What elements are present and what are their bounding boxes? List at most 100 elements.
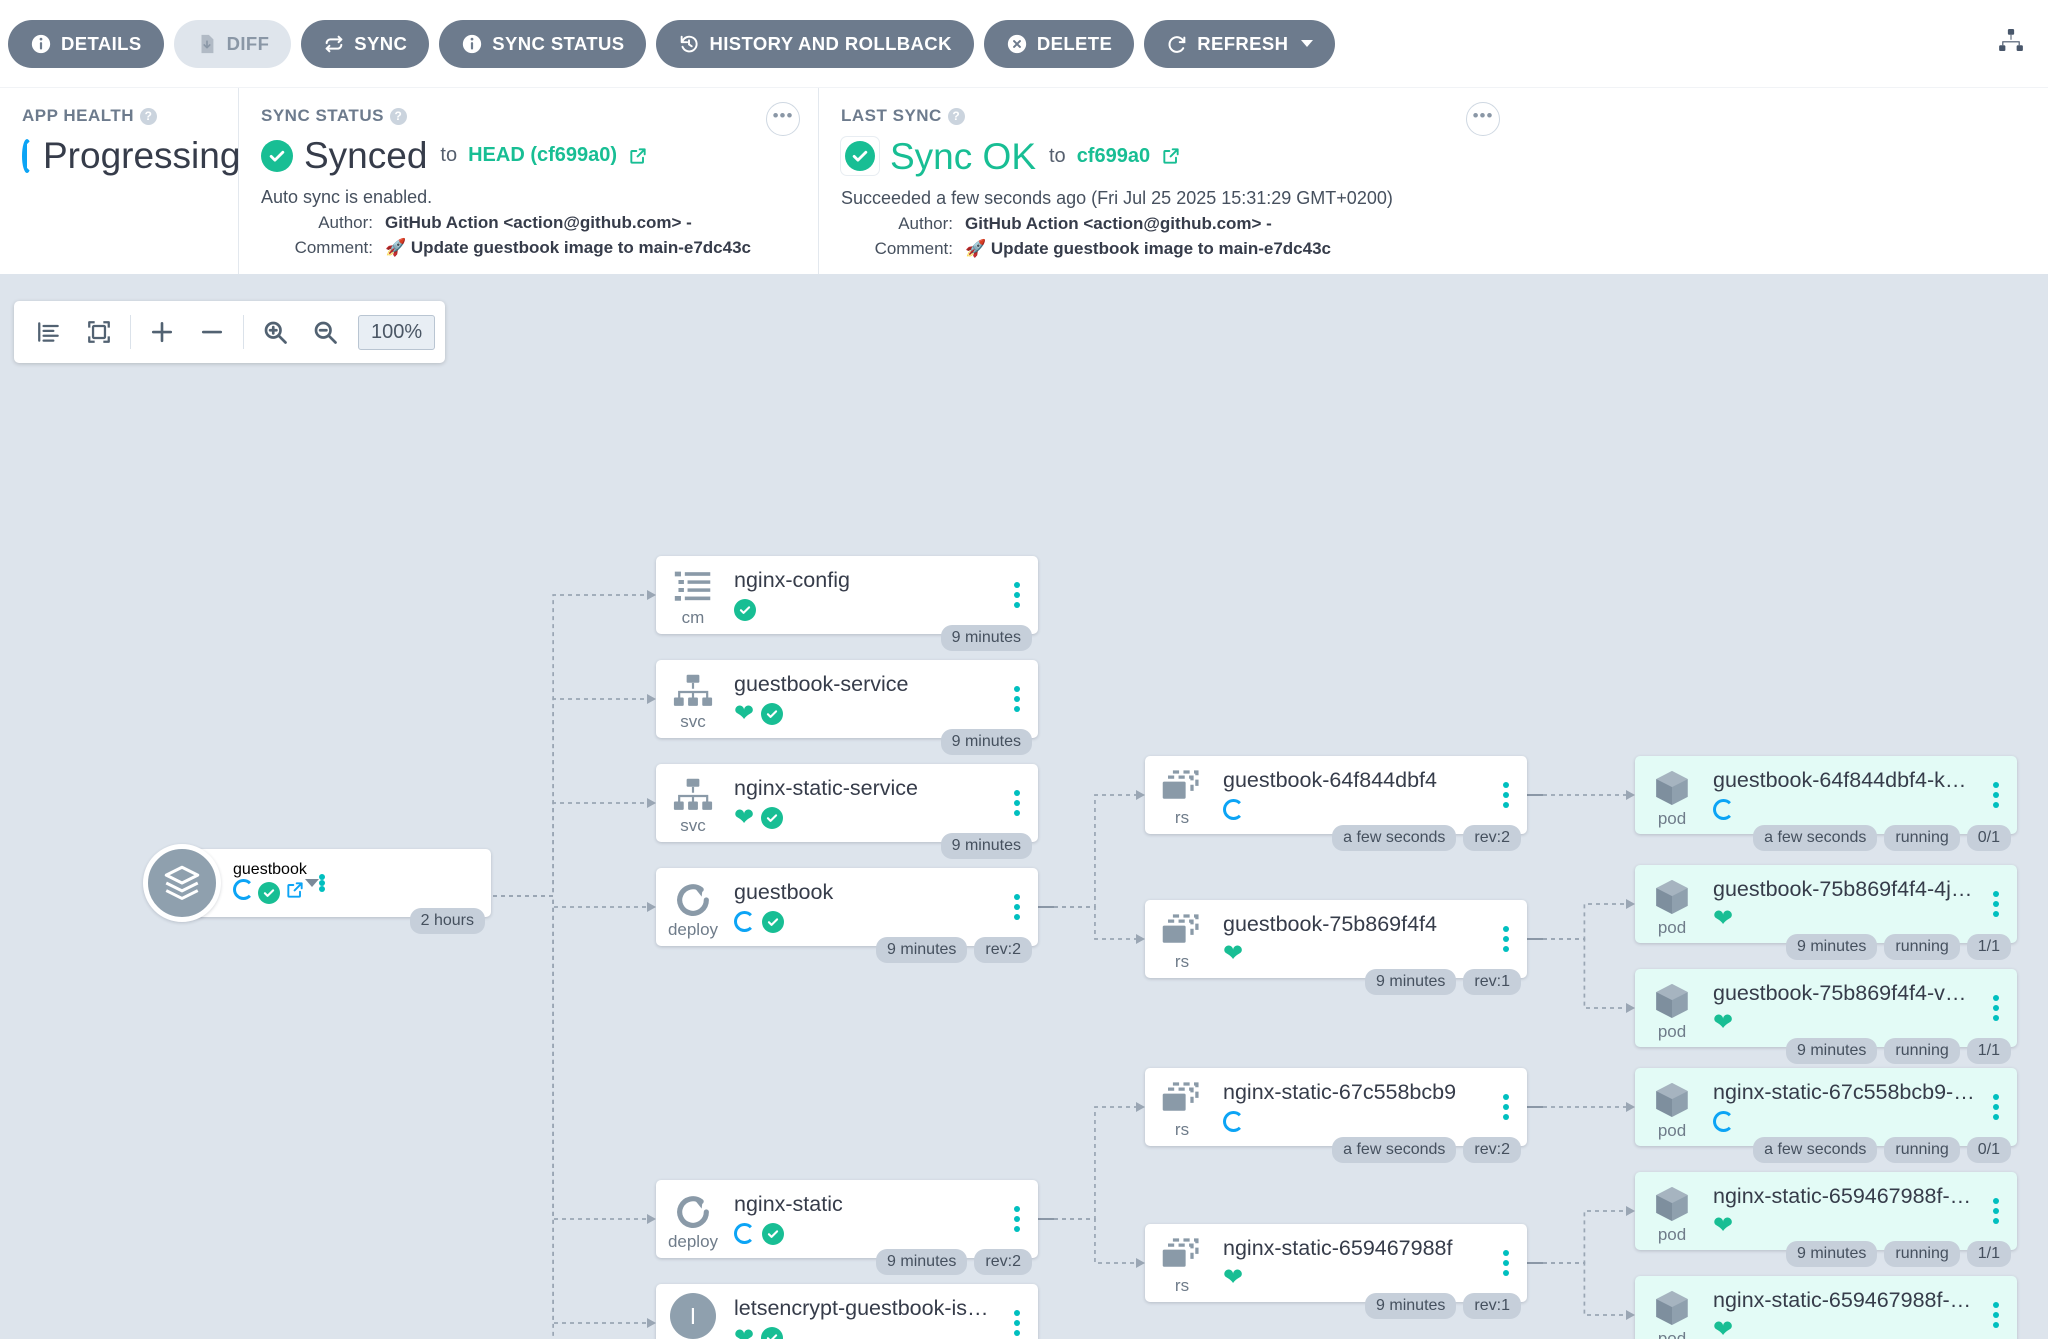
chevron-down-icon[interactable] bbox=[304, 879, 319, 904]
application-card[interactable]: guestbook 2 hours bbox=[181, 849, 491, 934]
synced-check-icon bbox=[761, 806, 784, 829]
node-menu-button[interactable] bbox=[1975, 1068, 2017, 1146]
last-sync-revision-link[interactable]: cf699a0 bbox=[1076, 144, 1151, 167]
node-menu-button[interactable] bbox=[1485, 1224, 1527, 1302]
edge-arrow bbox=[1626, 790, 1635, 800]
toolbar-button-diff[interactable]: DIFF bbox=[173, 19, 292, 68]
healthy-heart-icon: ❤ bbox=[734, 699, 755, 727]
edge bbox=[469, 895, 648, 1324]
zoom-toolbar: 100% bbox=[14, 301, 446, 363]
node-menu-button[interactable] bbox=[996, 660, 1038, 738]
toolbar-button-delete[interactable]: DELETE bbox=[983, 19, 1135, 68]
application-name: guestbook bbox=[233, 861, 307, 878]
zoom-out-icon[interactable] bbox=[300, 310, 350, 354]
info-icon bbox=[461, 33, 483, 55]
zoom-in-icon[interactable] bbox=[250, 310, 300, 354]
comment-label: Comment: bbox=[874, 239, 953, 258]
synced-check-icon bbox=[762, 910, 784, 933]
toolbar-button-sync[interactable]: SYNC bbox=[301, 19, 430, 68]
resource-kind-label: deploy bbox=[667, 920, 719, 939]
node-menu-button[interactable] bbox=[996, 764, 1038, 842]
node-menu-button[interactable] bbox=[996, 868, 1038, 946]
external-link-icon[interactable] bbox=[1161, 146, 1181, 166]
minus-icon[interactable] bbox=[187, 310, 237, 354]
chevron-down-icon[interactable] bbox=[1301, 40, 1314, 47]
resource-node-status-icons: ❤ bbox=[1713, 1213, 1975, 1238]
align-left-icon[interactable] bbox=[24, 310, 74, 354]
edge bbox=[469, 895, 554, 1339]
sitemap-icon[interactable] bbox=[1996, 27, 2026, 62]
pod-icon: pod bbox=[1635, 756, 1709, 834]
node-menu-button[interactable] bbox=[318, 874, 325, 892]
node-menu-button[interactable] bbox=[1485, 756, 1527, 834]
resource-node-letsencrypt-issuer[interactable]: Iissuerletsencrypt-guestbook-issuer❤9 mi… bbox=[656, 1284, 1038, 1339]
synced-check-icon bbox=[258, 882, 281, 904]
resource-node-name: nginx-static-service bbox=[734, 776, 918, 801]
sync-status-menu-button[interactable]: ••• bbox=[766, 102, 800, 136]
zoom-level-input[interactable]: 100% bbox=[358, 314, 436, 350]
progressing-spinner-icon bbox=[734, 911, 755, 933]
toolbar-divider bbox=[243, 315, 244, 349]
healthy-heart-icon: ❤ bbox=[1713, 1315, 1734, 1339]
node-menu-button[interactable] bbox=[1975, 1276, 2017, 1339]
edge-arrow bbox=[1136, 790, 1145, 800]
healthy-heart-icon: ❤ bbox=[734, 1323, 755, 1339]
resource-tag: 9 minutes bbox=[940, 625, 1032, 651]
node-menu-button[interactable] bbox=[996, 1284, 1038, 1339]
edge bbox=[1543, 903, 1627, 940]
synced-check-icon bbox=[734, 598, 756, 621]
node-menu-button[interactable] bbox=[1975, 756, 2017, 834]
help-icon[interactable]: ? bbox=[389, 107, 407, 125]
plus-icon[interactable] bbox=[137, 310, 187, 354]
edge-arrow bbox=[1626, 899, 1635, 909]
resource-node-name: guestbook-75b869f4f4-4jrs2 bbox=[1713, 877, 1975, 902]
last-sync-menu-button[interactable]: ••• bbox=[1466, 102, 1500, 136]
external-link-icon[interactable] bbox=[628, 146, 648, 166]
author-label: Author: bbox=[318, 213, 373, 232]
external-link-icon[interactable] bbox=[285, 880, 305, 900]
edge-arrow bbox=[647, 1214, 656, 1224]
resource-tag: rev:1 bbox=[1463, 969, 1521, 995]
toolbar-button-history-and-rollback[interactable]: HISTORY AND ROLLBACK bbox=[656, 19, 974, 68]
fit-to-screen-icon[interactable] bbox=[74, 310, 124, 354]
resource-tree-canvas[interactable]: 100% guestbook bbox=[0, 274, 2048, 1339]
resource-tag: 1/1 bbox=[1966, 1241, 2011, 1267]
help-icon[interactable]: ? bbox=[947, 107, 965, 125]
node-menu-button[interactable] bbox=[996, 1180, 1038, 1258]
edge-arrow bbox=[647, 590, 656, 600]
application-node-guestbook[interactable]: guestbook 2 hours bbox=[143, 844, 491, 934]
resource-tag: a few seconds bbox=[1753, 825, 1878, 851]
node-menu-button[interactable] bbox=[1485, 1068, 1527, 1146]
edge bbox=[469, 698, 648, 897]
node-menu-button[interactable] bbox=[996, 556, 1038, 634]
resource-tag: a few seconds bbox=[1332, 1137, 1457, 1163]
replicaset-icon: rs bbox=[1145, 756, 1219, 834]
node-menu-button[interactable] bbox=[1975, 1172, 2017, 1250]
node-menu-button[interactable] bbox=[1975, 969, 2017, 1047]
sync-status-revision-link[interactable]: HEAD (cf699a0) bbox=[468, 144, 618, 166]
help-icon[interactable]: ? bbox=[140, 107, 158, 125]
refresh-icon bbox=[1166, 33, 1188, 55]
node-menu-button[interactable] bbox=[1975, 865, 2017, 943]
toolbar-button-refresh[interactable]: REFRESH bbox=[1144, 19, 1336, 68]
toolbar-button-details[interactable]: DETAILS bbox=[8, 19, 164, 68]
toolbar-button-sync-status[interactable]: SYNC STATUS bbox=[439, 19, 647, 68]
resource-kind-label: rs bbox=[1174, 1120, 1190, 1139]
synced-check-icon bbox=[761, 1326, 784, 1339]
node-menu-button[interactable] bbox=[1485, 900, 1527, 978]
